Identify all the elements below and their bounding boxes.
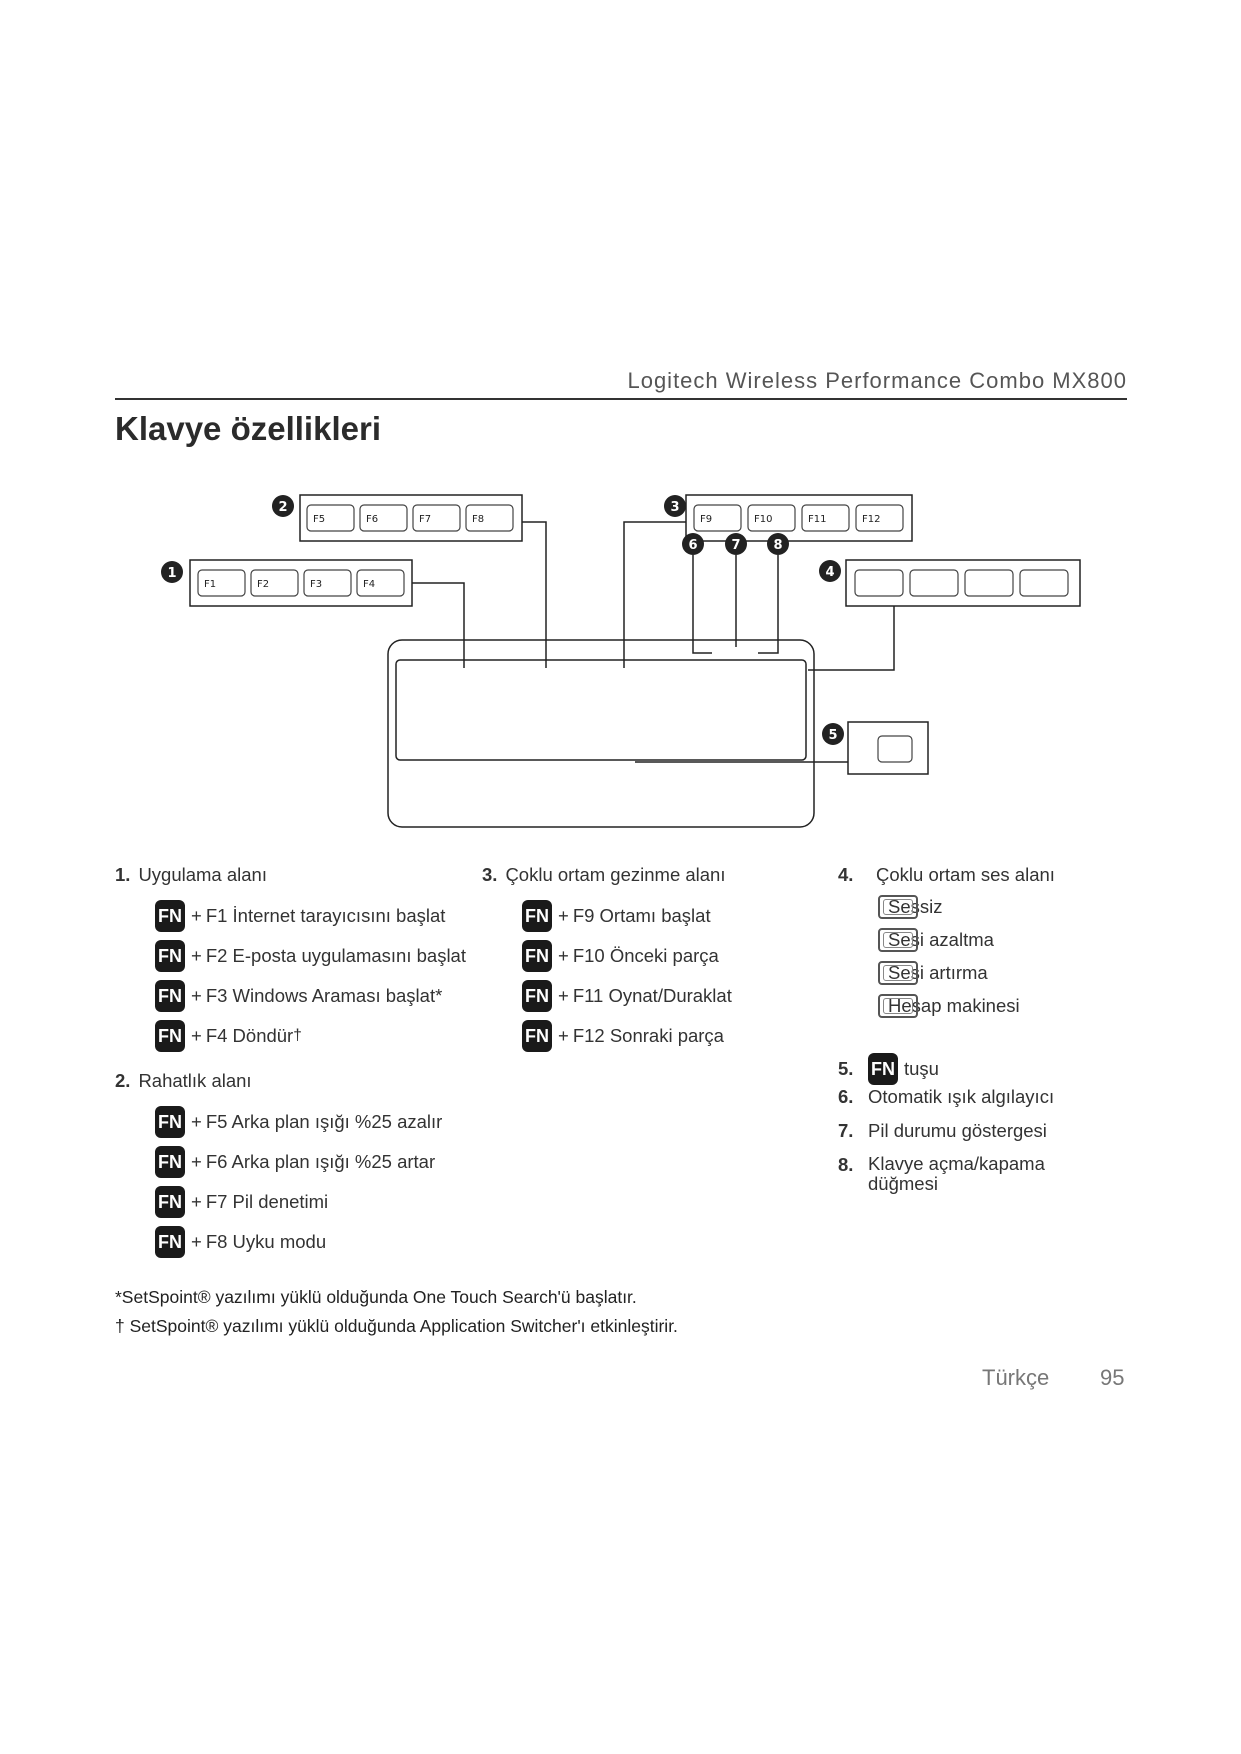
keycap-f11: F11 — [808, 514, 826, 525]
fn-key-icon: FN — [155, 940, 185, 972]
footer-language: Türkçe — [982, 1365, 1050, 1390]
page-header: Logitech Wireless Performance Combo MX80… — [115, 368, 1127, 400]
list-item: FN+F11 Oynat/Duraklat — [482, 976, 732, 1016]
list-item: Sesi azaltma — [838, 923, 1138, 956]
volume-up-key-icon — [878, 960, 918, 985]
keycap-f6: F6 — [366, 514, 378, 525]
list-item: FN+F9 Ortamı başlat — [482, 896, 732, 936]
callout-5: 5 — [828, 728, 837, 743]
keycap-f2: F2 — [257, 579, 269, 590]
keycap-f4: F4 — [363, 579, 375, 590]
callout-keycaps: F1 F2 F3 F4 F5 F6 F7 F8 F9 F10 F11 F12 — [197, 504, 1069, 763]
list-item: Sesi artırma — [838, 956, 1138, 989]
callout-6: 6 — [688, 538, 697, 553]
keycap-f8: F8 — [472, 514, 484, 525]
keycap-f10: F10 — [754, 514, 772, 525]
fn-key-icon: FN — [155, 1020, 185, 1052]
list-item: FN+F12 Sonraki parça — [482, 1016, 732, 1056]
mute-key-icon — [878, 894, 918, 919]
section-4-title: 4.Çoklu ortam ses alanı — [838, 864, 1055, 885]
keyboard-diagram: 1 2 3 4 5 6 7 8 F1 F2 F3 F4 F5 F6 F7 F8 … — [161, 494, 1081, 828]
column-left: 1.Uygulama alanı FN+F1 İnternet tarayıcı… — [115, 860, 466, 1262]
keycap-f7: F7 — [419, 514, 431, 525]
fn-key-icon: FN — [155, 900, 185, 932]
callout-8: 8 — [773, 538, 782, 553]
volume-down-key-icon — [878, 927, 918, 952]
footnote-2: † SetSpoint® yazılımı yüklü olduğunda Ap… — [115, 1316, 678, 1336]
fn-key-icon: FN — [522, 980, 552, 1012]
section-1-title: 1.Uygulama alanı — [115, 864, 267, 885]
list-item: FN+F7 Pil denetimi — [115, 1182, 466, 1222]
product-name: Logitech Wireless Performance Combo MX80… — [627, 368, 1127, 393]
callout-3: 3 — [670, 500, 679, 515]
callout-1: 1 — [167, 566, 176, 581]
keycap-f5: F5 — [313, 514, 325, 525]
fn-key-icon: FN — [155, 980, 185, 1012]
section-2-title: 2.Rahatlık alanı — [115, 1070, 252, 1091]
column-middle: 3.Çoklu ortam gezinme alanı FN+F9 Ortamı… — [482, 860, 732, 1056]
list-item: FN+F6 Arka plan ışığı %25 artar — [115, 1142, 466, 1182]
footnote-1: *SetSpoint® yazılımı yüklü olduğunda One… — [115, 1287, 637, 1307]
section-6: 6.Otomatik ışık algılayıcı — [838, 1086, 1055, 1107]
callout-4: 4 — [825, 565, 834, 580]
callout-2: 2 — [278, 500, 287, 515]
fn-key-icon: FN — [155, 1146, 185, 1178]
list-item: FN+F2 E-posta uygulamasını başlat — [115, 936, 466, 976]
section-7: 7.Pil durumu göstergesi — [838, 1120, 1047, 1141]
list-item: FN+F3 Windows Araması başlat* — [115, 976, 466, 1016]
callout-markers: 1 2 3 4 5 6 7 8 — [161, 495, 844, 745]
dagger-mark: † — [293, 1027, 302, 1044]
page-number: 95 — [1100, 1365, 1125, 1390]
page-title: Klavye özellikleri — [115, 410, 381, 447]
fn-key-icon: FN — [155, 1226, 185, 1258]
keycap-f12: F12 — [862, 514, 880, 525]
list-item: FN+F8 Uyku modu — [115, 1222, 466, 1262]
fn-key-icon: FN — [155, 1106, 185, 1138]
fn-key-icon: FN — [155, 1186, 185, 1218]
list-item: FN+F1 İnternet tarayıcısını başlat — [115, 896, 466, 936]
section-8: 8.Klavye açma/kapama düğmesi — [838, 1153, 1045, 1194]
fn-key-icon: FN — [522, 940, 552, 972]
callout-7: 7 — [731, 538, 740, 553]
keycap-f9: F9 — [700, 514, 712, 525]
list-item: FN+F4 Döndür† — [115, 1016, 466, 1056]
fn-key-icon: FN — [522, 1020, 552, 1052]
fn-key-icon: FN — [522, 900, 552, 932]
keycap-f1: F1 — [204, 579, 216, 590]
list-item: FN+F10 Önceki parça — [482, 936, 732, 976]
list-item: FN+F5 Arka plan ışığı %25 azalır — [115, 1102, 466, 1142]
column-right: 4.Çoklu ortam ses alanı Sessiz Sesi azal… — [838, 860, 1138, 1194]
list-item: Hesap makinesi — [838, 989, 1138, 1022]
list-item: Sessiz — [838, 890, 1138, 923]
keycap-f3: F3 — [310, 579, 322, 590]
fn-key-icon: FN — [868, 1053, 898, 1085]
calculator-key-icon — [878, 993, 918, 1018]
section-3-title: 3.Çoklu ortam gezinme alanı — [482, 864, 726, 885]
